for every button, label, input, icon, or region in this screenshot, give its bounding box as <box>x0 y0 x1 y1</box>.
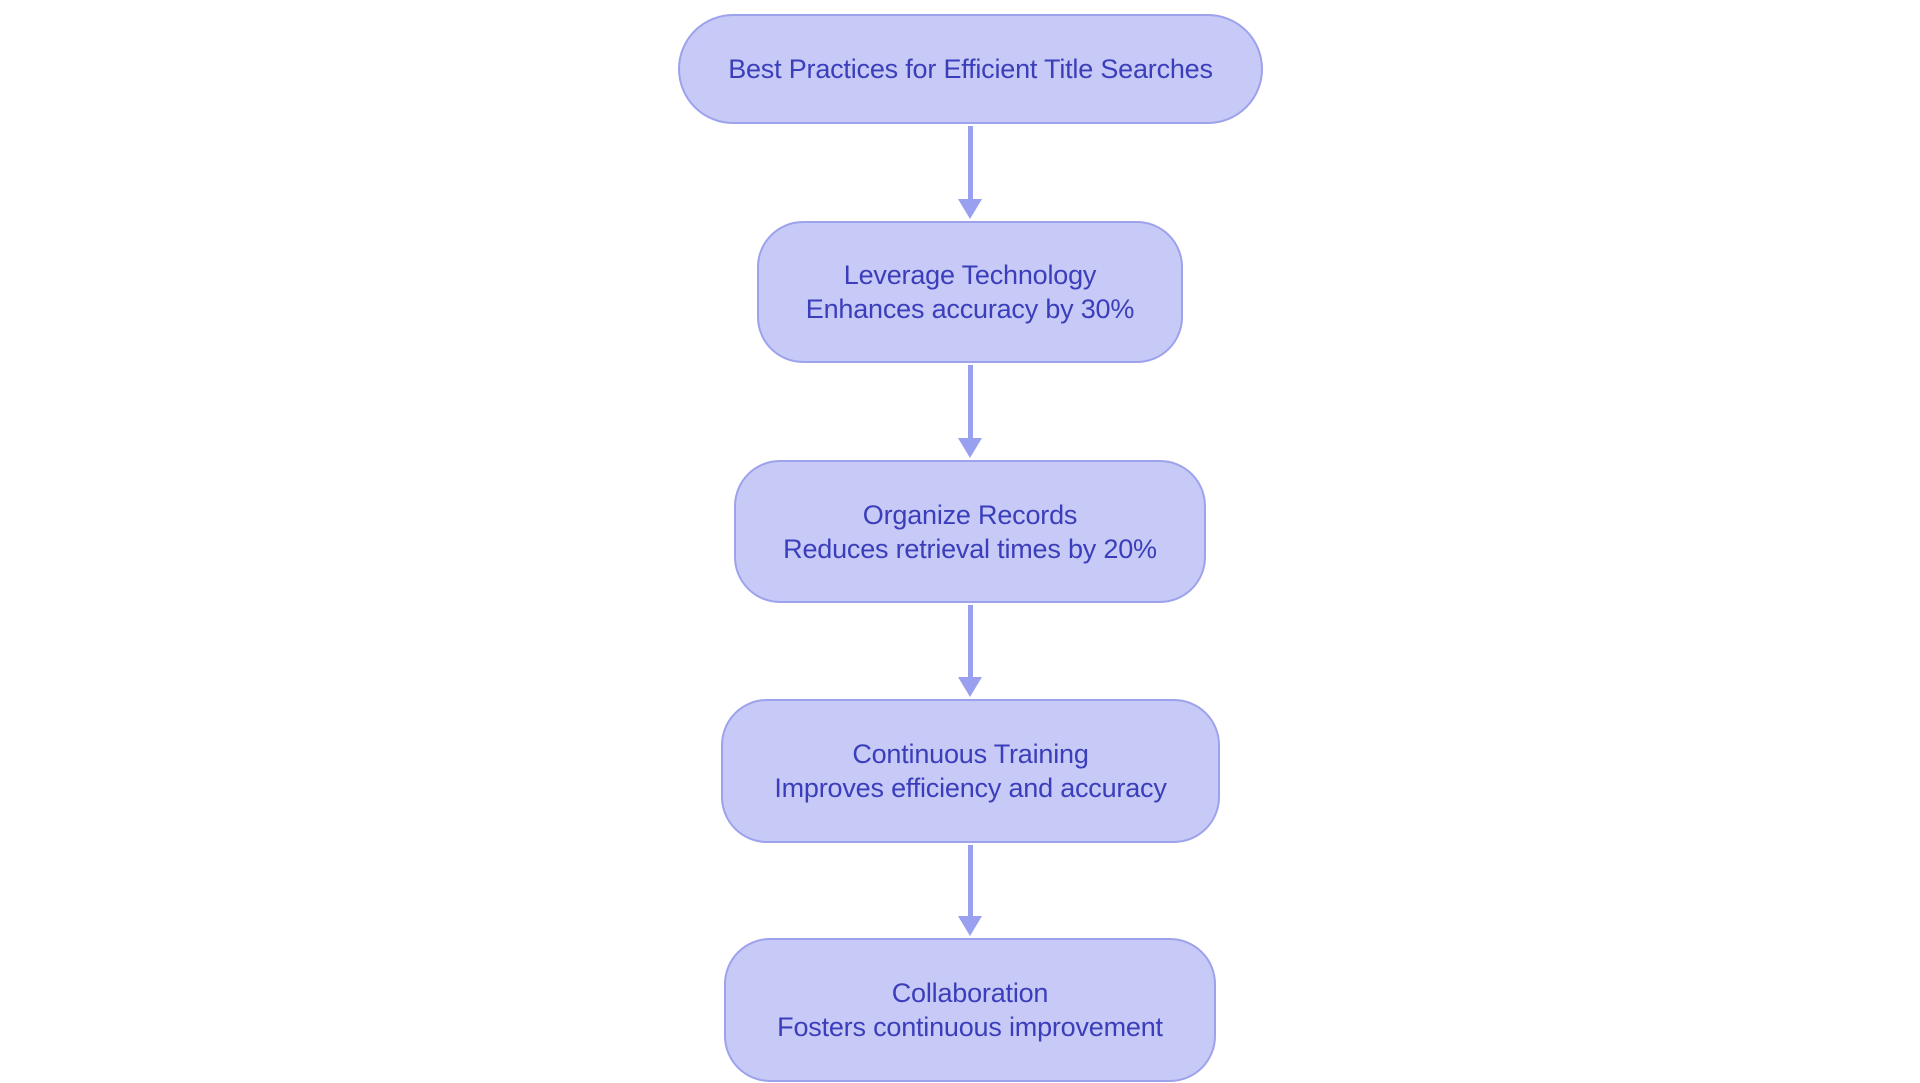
flow-node-collaboration: Collaboration Fosters continuous improve… <box>724 938 1216 1082</box>
flow-arrow-4 <box>958 845 982 936</box>
node-subtitle: Enhances accuracy by 30% <box>805 294 1135 324</box>
node-title: Collaboration <box>891 978 1049 1008</box>
node-title: Organize Records <box>862 499 1078 530</box>
arrow-head-icon <box>958 677 982 697</box>
arrow-head-icon <box>958 199 982 219</box>
flow-node-continuous-training: Continuous Training Improves efficiency … <box>721 699 1220 843</box>
node-subtitle: Fosters continuous improvement <box>777 1012 1163 1042</box>
node-subtitle: Reduces retrieval times by 20% <box>783 533 1157 564</box>
flow-node-best-practices: Best Practices for Efficient Title Searc… <box>678 14 1263 124</box>
arrow-line <box>967 605 973 677</box>
arrow-head-icon <box>958 438 982 458</box>
flow-arrow-1 <box>958 126 982 219</box>
node-title: Best Practices for Efficient Title Searc… <box>728 54 1213 84</box>
arrow-head-icon <box>958 916 982 936</box>
flow-node-leverage-technology: Leverage Technology Enhances accuracy by… <box>757 221 1183 363</box>
flow-arrow-3 <box>958 605 982 697</box>
node-title: Leverage Technology <box>843 260 1097 290</box>
arrow-line <box>967 845 973 916</box>
arrow-line <box>967 126 973 199</box>
flow-arrow-2 <box>958 365 982 458</box>
flow-node-organize-records: Organize Records Reduces retrieval times… <box>734 460 1206 603</box>
arrow-line <box>967 365 973 438</box>
node-subtitle: Improves efficiency and accuracy <box>774 773 1167 803</box>
node-title: Continuous Training <box>852 739 1089 769</box>
